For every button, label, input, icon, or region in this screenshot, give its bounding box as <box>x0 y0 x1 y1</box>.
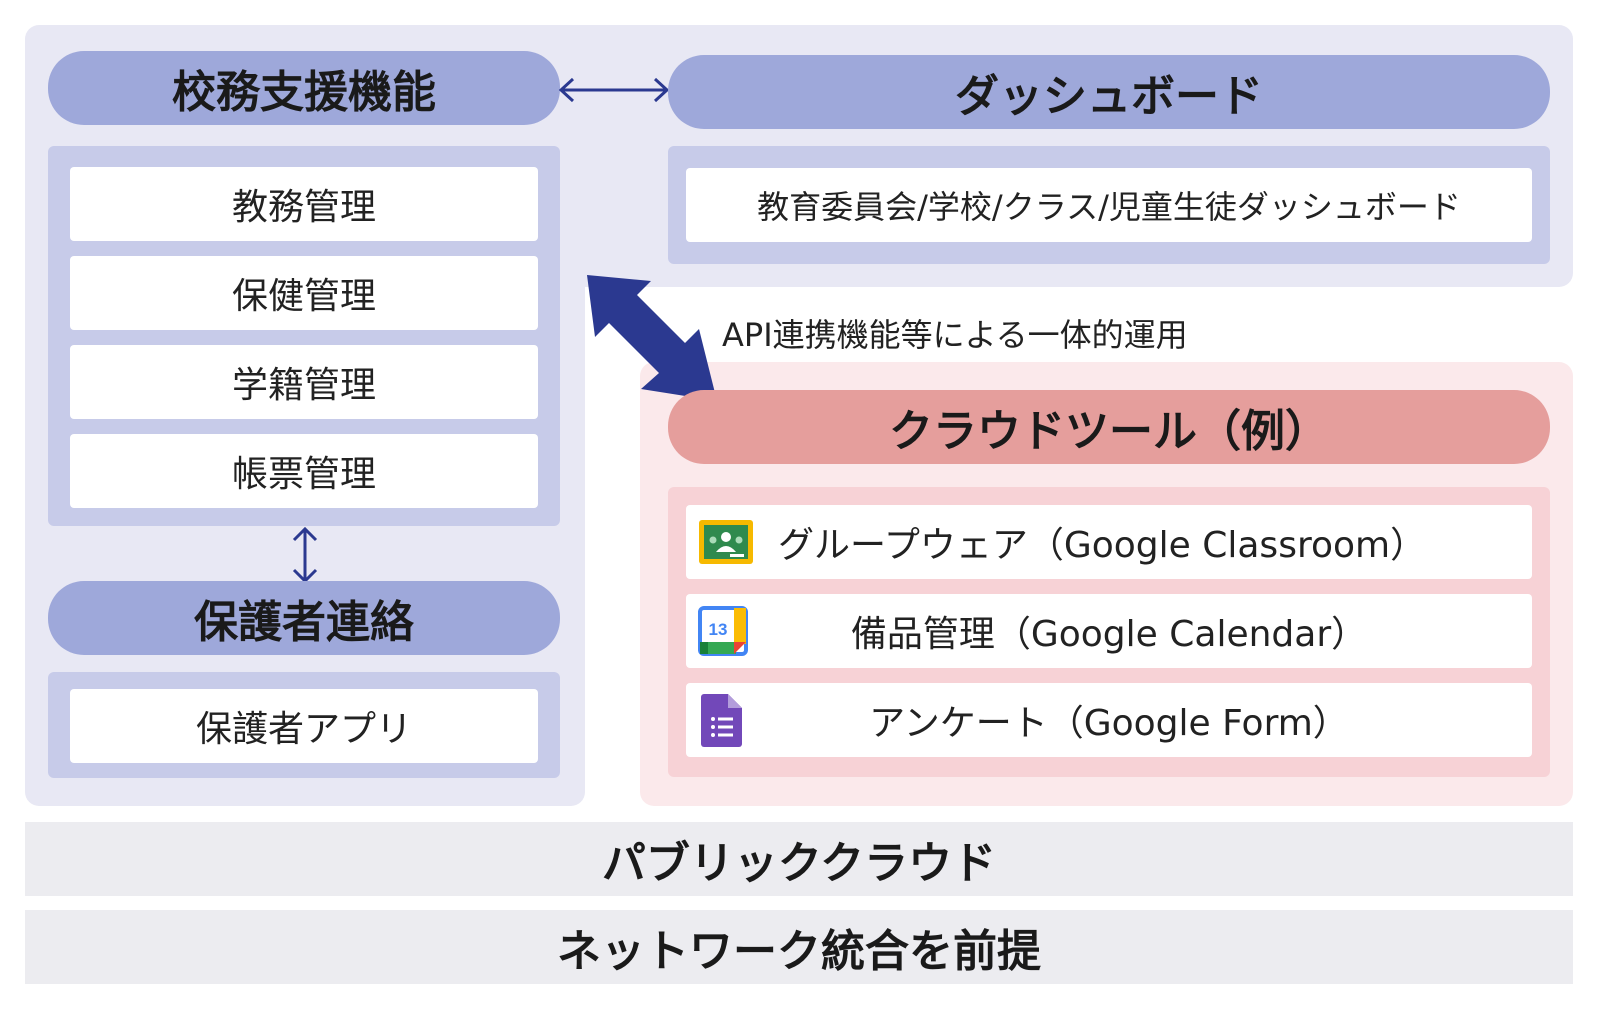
school-support-item-health: 保健管理 <box>70 256 538 330</box>
network-integration-layer: ネットワーク統合を前提 <box>25 910 1573 984</box>
vertical-double-arrow-icon <box>292 526 318 584</box>
parent-app-item: 保護者アプリ <box>70 689 538 763</box>
groupware-label: グループウェア（Google Classroom） <box>778 525 1427 566</box>
survey-label: アンケート（Google Form） <box>869 703 1349 744</box>
parent-contact-title: 保護者連絡 <box>48 581 560 655</box>
cloud-tools-title: クラウドツール（例） <box>668 390 1550 464</box>
school-support-title: 校務支援機能 <box>48 51 560 125</box>
cloud-tool-groupware: グループウェア（Google Classroom） <box>686 505 1532 579</box>
equipment-label: 備品管理（Google Calendar） <box>850 614 1368 655</box>
calendar-day-number: 13 <box>709 620 728 639</box>
google-classroom-icon <box>699 520 753 564</box>
google-forms-icon <box>701 694 742 747</box>
google-calendar-icon: 13 <box>698 606 748 656</box>
dashboard-title: ダッシュボード <box>668 55 1550 129</box>
dashboard-item: 教育委員会/学校/クラス/児童生徒ダッシュボード <box>686 168 1532 242</box>
school-support-item-forms: 帳票管理 <box>70 434 538 508</box>
school-support-item-registry: 学籍管理 <box>70 345 538 419</box>
public-cloud-layer: パブリッククラウド <box>25 822 1573 896</box>
api-integration-note: API連携機能等による一体的運用 <box>722 316 1188 354</box>
cloud-tool-survey: アンケート（Google Form） <box>686 683 1532 757</box>
school-support-item-academic: 教務管理 <box>70 167 538 241</box>
cloud-tool-equipment: 13 備品管理（Google Calendar） <box>686 594 1532 668</box>
diagonal-double-arrow-icon <box>587 275 717 401</box>
horizontal-double-arrow-icon <box>558 77 670 103</box>
